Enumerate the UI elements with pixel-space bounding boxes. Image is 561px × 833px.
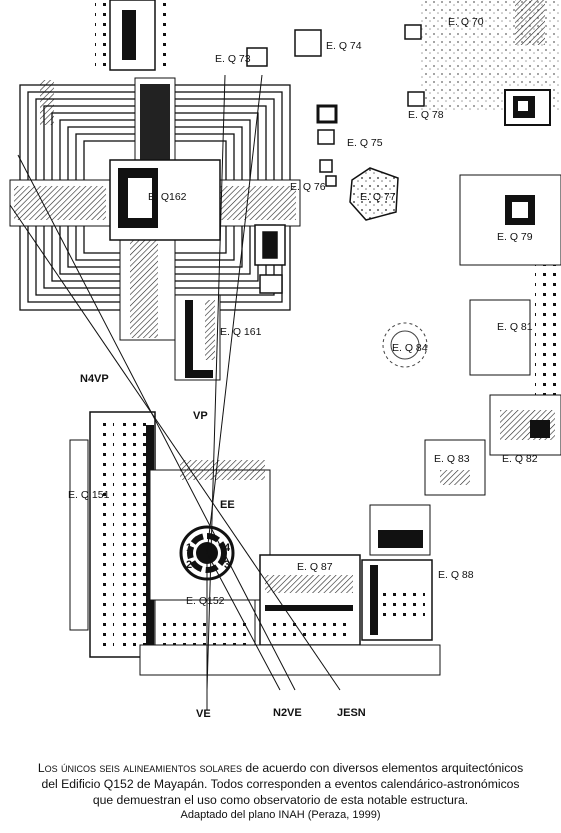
structure-q83 — [424, 439, 486, 496]
label-q83: E. Q 83 — [434, 453, 470, 465]
label-q151: E. Q 151 — [68, 489, 110, 501]
label-ve: VE — [196, 708, 211, 720]
figure-caption: Los únicos seis alineamientos solares de… — [0, 760, 561, 823]
caption-line-1-rest: de acuerdo con diversos elementos arquit… — [242, 761, 524, 775]
label-q77: E. Q 77 — [360, 191, 396, 203]
label-point-2: 2 — [186, 559, 192, 571]
round-structure-area — [149, 460, 271, 601]
structure-q151 — [69, 411, 156, 658]
caption-line-2: del Edificio Q152 de Mayapán. Todos corr… — [41, 777, 520, 791]
label-point-4: 4 — [224, 542, 231, 554]
label-q81: E. Q 81 — [497, 321, 533, 333]
structure-q161 — [174, 294, 221, 381]
label-n2ve: N2VE — [273, 707, 302, 719]
label-q74: E. Q 74 — [326, 40, 362, 52]
caption-smallcaps: Los únicos seis alineamientos solares — [37, 761, 243, 775]
label-q87: E. Q 87 — [297, 561, 333, 573]
label-q152: E. Q152 — [186, 595, 225, 607]
label-q79: E. Q 79 — [497, 231, 533, 243]
label-point-1: 1 — [186, 542, 192, 554]
caption-line-1: Los únicos seis alineamientos solares de… — [0, 760, 561, 776]
label-point-3: 3 — [224, 559, 230, 571]
east-colonnades — [459, 174, 561, 456]
label-jesn: JESN — [337, 707, 366, 719]
terrain-top-right — [420, 0, 561, 126]
label-n4vp: N4VP — [80, 373, 109, 385]
map-labels: E. Q 70 E. Q 73 E. Q 74 E. Q 78 E. Q 75 … — [68, 16, 538, 720]
label-q84: E. Q 84 — [392, 342, 428, 354]
caption-line-3: que demuestran el uso como observatorio … — [92, 793, 469, 807]
q84-circle — [382, 322, 428, 368]
label-q82: E. Q 82 — [502, 453, 538, 465]
label-vp: VP — [193, 410, 208, 422]
south-buildings — [139, 504, 441, 676]
structures-top-middle — [246, 24, 425, 294]
label-q162: E. Q162 — [148, 191, 187, 203]
label-q78: E. Q 78 — [408, 109, 444, 121]
site-plan-map: E. Q 70 E. Q 73 E. Q 74 E. Q 78 E. Q 75 … — [9, 0, 561, 720]
label-q73: E. Q 73 — [215, 53, 251, 65]
castillo-stairways — [9, 77, 301, 341]
alignment-lines — [9, 74, 341, 710]
label-q76: E. Q 76 — [290, 181, 326, 193]
label-ee: EE — [220, 499, 235, 511]
caption-source: Adaptado del plano INAH (Peraza, 1999) — [180, 809, 381, 821]
label-q75: E. Q 75 — [347, 137, 383, 149]
label-q70: E. Q 70 — [448, 16, 484, 28]
label-q88: E. Q 88 — [438, 569, 474, 581]
label-q161: E. Q 161 — [220, 326, 262, 338]
structure-top-left — [40, 0, 172, 125]
